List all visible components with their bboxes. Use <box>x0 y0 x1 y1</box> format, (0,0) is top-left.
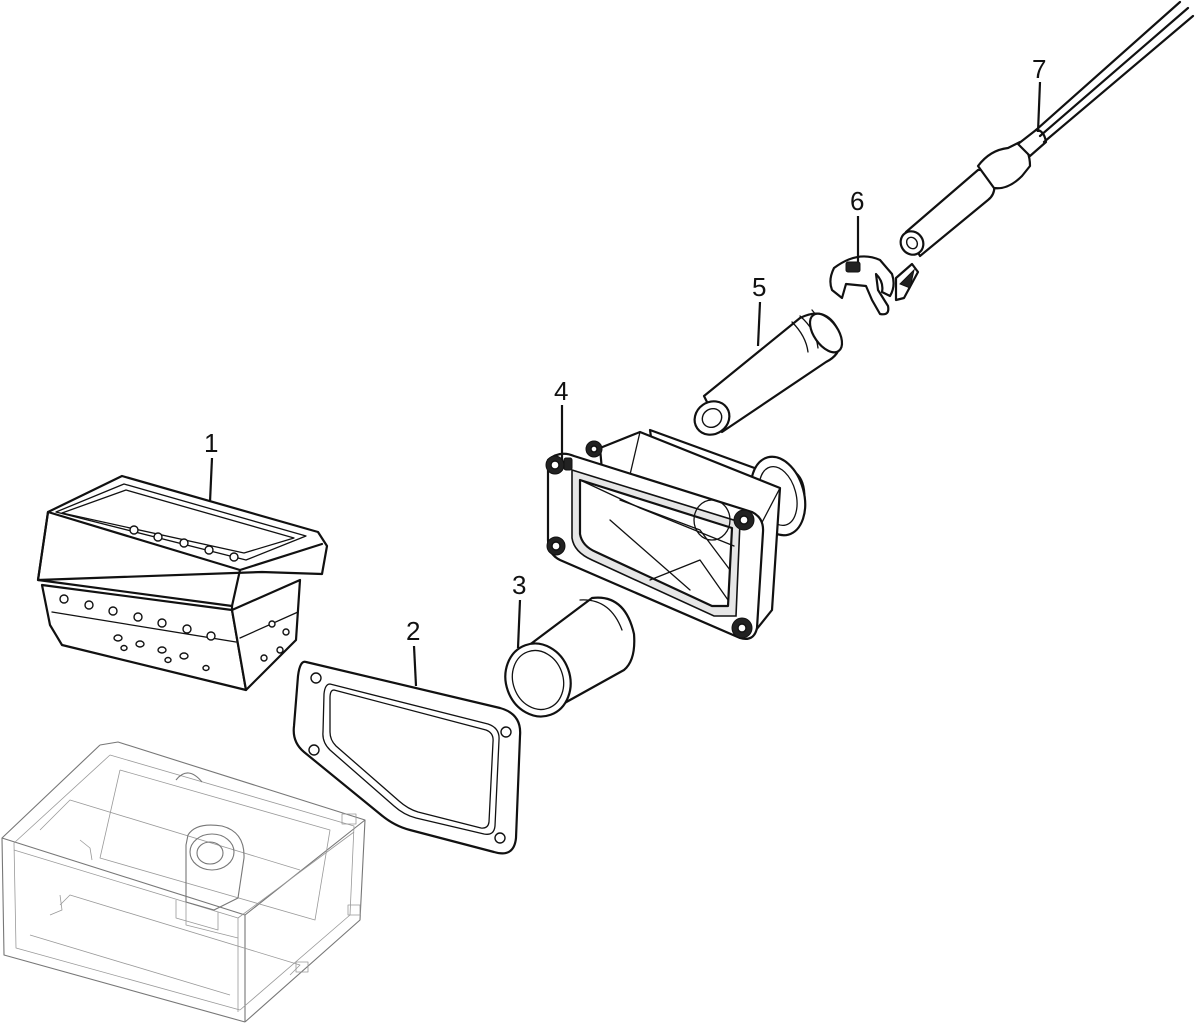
callout-number-1: 1 <box>204 428 218 458</box>
callout-number-7: 7 <box>1032 54 1046 84</box>
callout-4: 4 <box>554 376 568 460</box>
callout-number-6: 6 <box>850 186 864 216</box>
callout-1: 1 <box>204 428 218 503</box>
callout-number-2: 2 <box>406 616 420 646</box>
callout-7: 7 <box>1032 54 1046 133</box>
part-7-igniter <box>899 0 1195 258</box>
callout-number-4: 4 <box>554 376 568 406</box>
nut-top-center <box>585 440 603 458</box>
callout-2: 2 <box>406 616 420 687</box>
callout-3: 3 <box>512 570 526 649</box>
nut-right-top <box>733 509 755 531</box>
callout-6: 6 <box>850 186 864 262</box>
part-1-burner-pot <box>36 474 329 692</box>
nut-bottom-left <box>546 536 566 556</box>
nut-right-bottom <box>731 617 753 639</box>
callout-number-5: 5 <box>752 272 766 302</box>
callout-number-3: 3 <box>512 570 526 600</box>
part-3-sleeve <box>504 596 636 718</box>
ghost-housing <box>1 741 366 1023</box>
callout-5: 5 <box>752 272 766 347</box>
nut-top-left <box>545 455 573 475</box>
part-6-clip <box>829 255 920 316</box>
part-4-burner-housing <box>545 428 807 640</box>
part-2-gasket <box>292 660 522 855</box>
part-5-igniter-sleeve <box>693 309 844 436</box>
